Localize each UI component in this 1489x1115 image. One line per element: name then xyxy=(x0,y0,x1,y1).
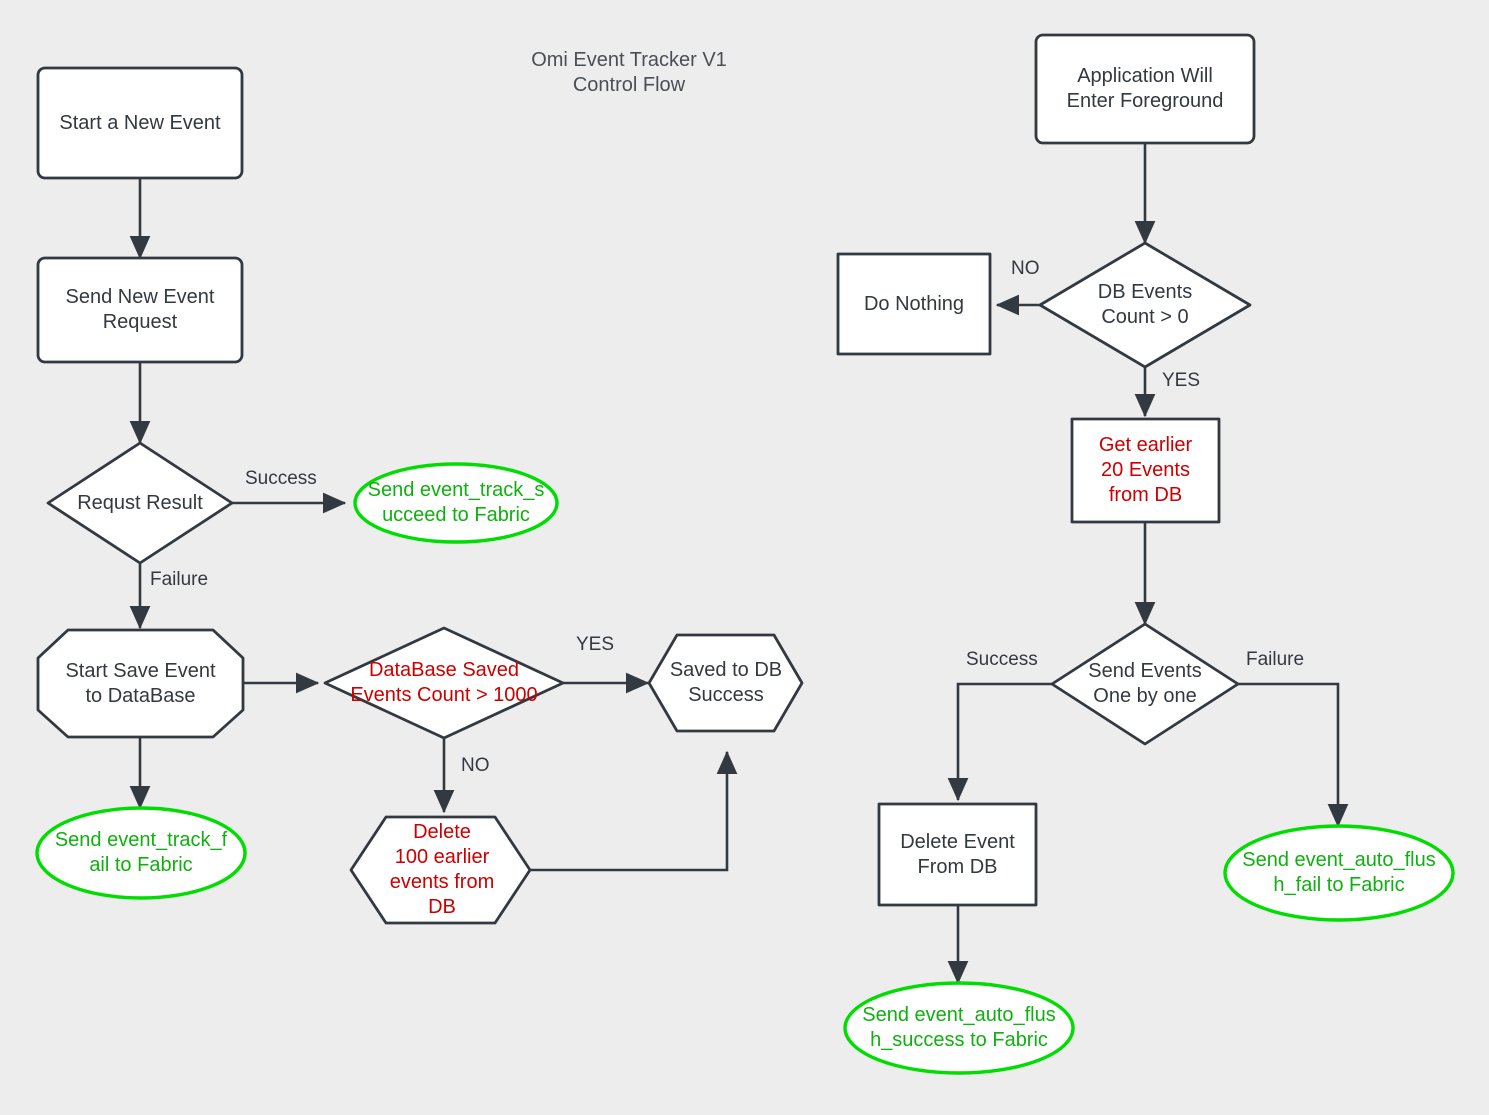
edge-label-yes-db-count: YES xyxy=(576,634,615,655)
edge-label-no-db-count: NO xyxy=(461,755,490,776)
shape-saved-to-db-success[interactable] xyxy=(647,633,804,733)
edge-label-no-db-events: NO xyxy=(1011,258,1040,279)
shape-delete-100-earlier[interactable] xyxy=(349,815,532,925)
shape-send-track-succeed[interactable] xyxy=(353,462,559,544)
shape-delete-event-from-db[interactable] xyxy=(877,802,1038,907)
shape-requst-result[interactable] xyxy=(46,441,234,565)
edge-label-success-track: Success xyxy=(245,468,317,489)
shape-get-earlier-20-events[interactable] xyxy=(1070,417,1221,524)
edge-delete100-to-saved xyxy=(530,750,738,872)
shape-start-new-event[interactable] xyxy=(36,66,244,180)
shape-send-auto-flush-fail[interactable] xyxy=(1223,824,1455,922)
edge-label-success-send: Success xyxy=(966,649,1038,670)
shape-send-auto-flush-success[interactable] xyxy=(843,981,1075,1075)
diagram-title: Omi Event Tracker V1 Control Flow xyxy=(531,49,727,96)
edge-label-failure-track: Failure xyxy=(150,569,209,590)
shape-send-events-one-by-one[interactable] xyxy=(1050,622,1240,746)
shape-send-new-event-request[interactable] xyxy=(36,256,244,364)
shape-do-nothing[interactable] xyxy=(836,252,992,356)
edge-label-failure-send: Failure xyxy=(1246,649,1305,670)
edge-send-success xyxy=(947,682,1057,802)
shape-app-will-enter-foreground[interactable] xyxy=(1034,33,1256,145)
shape-send-track-fail[interactable] xyxy=(35,806,247,900)
edge-label-yes-db-events: YES xyxy=(1162,370,1201,391)
shape-db-events-count[interactable] xyxy=(1038,241,1252,369)
shape-start-save-event[interactable] xyxy=(36,628,245,739)
edge-send-failure xyxy=(1234,682,1349,828)
shape-db-saved-count[interactable] xyxy=(323,626,565,740)
